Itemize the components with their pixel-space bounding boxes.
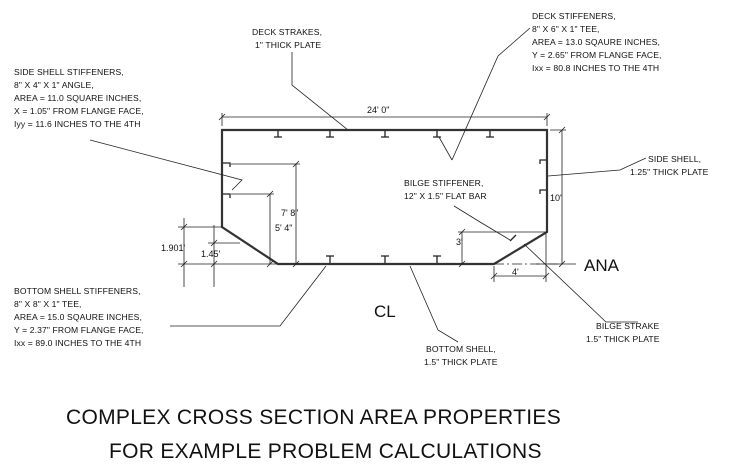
svg-text:BOTTOM SHELL STIFFENERS,8" X 8: BOTTOM SHELL STIFFENERS, 8" X 8" X 1" TEE… [14, 286, 144, 348]
deck-strakes-label-line-1: DECK STRAKES, [252, 27, 322, 37]
svg-text:BILGE STIFFENER,12" X 1.5" FLA: BILGE STIFFENER, 12" X 1.5" FLAT BAR [404, 178, 487, 201]
svg-text:BOTTOM SHELL,1.5" THICK PLATE: BOTTOM SHELL, 1.5" THICK PLATE [424, 344, 498, 367]
leader-side-stiffeners [89, 139, 243, 191]
side-stiffeners-label-line-4: X = 1.05" FROM FLANGE FACE, [14, 106, 144, 116]
bottom-stiffeners-label-line-2: 8" X 8" X 1" TEE, [14, 299, 82, 309]
title-line-2: FOR EXAMPLE PROBLEM CALCULATIONS [109, 440, 542, 463]
dim-bilge-rise-value: 3' [456, 237, 463, 247]
side-shell-stiffeners-left [223, 162, 231, 198]
bilge-run-dimension [490, 234, 550, 282]
deck-stiffeners [274, 131, 494, 138]
leader-deck-stiffeners [438, 27, 531, 161]
bottom-stiffeners-label-line-1: BOTTOM SHELL STIFFENERS, [14, 286, 141, 296]
hull-outline [220, 128, 549, 266]
dim-height-value: 10' [550, 193, 562, 203]
bilge-strake-label-line-1: BILGE STRAKE [596, 321, 659, 331]
bilge-stiffener-label-line-2: 12" X 1.5" FLAT BAR [404, 191, 487, 201]
side-height-dimension [231, 190, 274, 268]
leader-deck-strakes [291, 52, 349, 131]
leader-bilge-stiffener [453, 205, 511, 241]
side-shell-label-line-2: 1.25" THICK PLATE [630, 167, 709, 177]
title-line-1: COMPLEX CROSS SECTION AREA PROPERTIES [66, 406, 561, 429]
centerline-marker: CL [374, 302, 396, 321]
bilge-strake-label-line-2: 1.5" THICK PLATE [586, 334, 660, 344]
svg-text:SIDE SHELL STIFFENERS,8" X 4": SIDE SHELL STIFFENERS, 8" X 4" X 1" ANGLE… [14, 67, 144, 129]
leader-bottom-shell [409, 265, 459, 343]
left-offset-dimensions [178, 218, 278, 287]
deck-stiffeners-label-line-2: 8" X 6" X 1" TEE, [532, 24, 600, 34]
stiffener-height-dimension [231, 160, 300, 268]
bottom-shell-label-line-2: 1.5" THICK PLATE [424, 357, 498, 367]
ana-marker: ANA [584, 256, 620, 275]
side-shell-stiffeners-right [539, 159, 546, 194]
bilge-rise-dimension [458, 228, 547, 268]
svg-text:DECK STRAKES,1" THICK PLATE: DECK STRAKES, 1" THICK PLATE [252, 27, 322, 50]
width-dimension [218, 113, 551, 126]
bottom-shell-label-line-1: BOTTOM SHELL, [426, 344, 496, 354]
side-stiffeners-label-line-1: SIDE SHELL STIFFENERS, [14, 67, 124, 77]
dim-left-offset-b-value: 1.45' [201, 249, 221, 259]
side-stiffeners-label-line-5: Iyy = 11.6 INCHES TO THE 4TH [14, 119, 141, 129]
bottom-stiffeners [326, 255, 441, 263]
dim-side-height-value: 5' 4" [275, 223, 292, 233]
bottom-stiffeners-label-line-4: Y = 2.37" FROM FLANGE FACE, [14, 325, 144, 335]
bottom-stiffeners-label-line-3: AREA = 15.0 SQAURE INCHES, [14, 312, 142, 322]
bilge-stiffener-bar [509, 234, 517, 242]
deck-stiffeners-label-line-4: Y = 2.65" FROM FLANGE FACE, [532, 50, 662, 60]
leader-bottom-stiffeners [170, 265, 327, 327]
side-shell-label-line-1: SIDE SHELL, [648, 154, 701, 164]
dim-bilge-run-value: 4' [512, 267, 519, 277]
deck-stiffeners-label-line-1: DECK STIFFENERS, [532, 11, 616, 21]
dim-width-value: 24' 0" [367, 105, 389, 115]
side-stiffeners-label-line-2: 8" X 4" X 1" ANGLE, [14, 80, 94, 90]
bilge-stiffener-label-line-1: BILGE STIFFENER, [404, 178, 483, 188]
deck-stiffeners-label-line-3: AREA = 13.0 SQAURE INCHES, [532, 37, 660, 47]
leader-side-shell [547, 157, 647, 177]
svg-text:SIDE SHELL,1.25" THICK PLATE: SIDE SHELL, 1.25" THICK PLATE [630, 154, 709, 177]
dim-left-offset-a-value: 1.901' [161, 243, 186, 253]
svg-text:DECK STIFFENERS,8" X 6" X 1" T: DECK STIFFENERS, 8" X 6" X 1" TEE, AREA = … [532, 11, 662, 73]
deck-strakes-label-line-2: 1" THICK PLATE [255, 40, 321, 50]
deck-stiffeners-label-line-5: Ixx = 80.8 INCHES TO THE 4TH [532, 63, 659, 73]
bottom-stiffeners-label-line-5: Ixx = 89.0 INCHES TO THE 4TH [14, 338, 141, 348]
side-stiffeners-label-line-3: AREA = 11.0 SQUARE INCHES, [14, 93, 141, 103]
dim-stiffener-height-value: 7' 8" [281, 208, 298, 218]
leader-bilge-strake [523, 243, 638, 323]
